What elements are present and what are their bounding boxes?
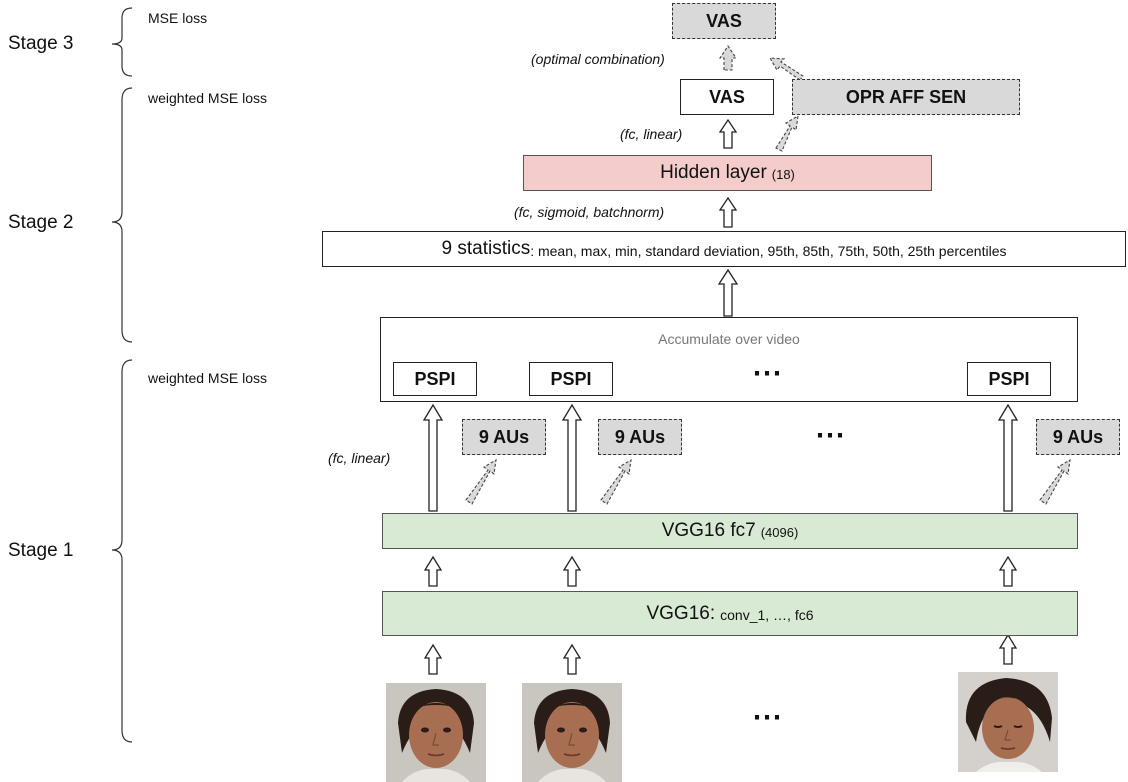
- stage2-label: Stage 2: [8, 212, 74, 233]
- optimal-combination-note: (optimal combination): [531, 51, 665, 67]
- accumulate-title: Accumulate over video: [658, 331, 800, 347]
- pspi-box-2: PSPI: [529, 362, 613, 396]
- hidden-layer-name: Hidden layer: [660, 162, 767, 183]
- au-box-1: 9 AUs: [462, 419, 546, 455]
- frames-ellipsis: ⋯: [752, 701, 784, 734]
- dashed-au-arrows: [465, 45, 1071, 505]
- stage3-loss-label: MSE loss: [148, 10, 208, 26]
- stage3-brace: [111, 7, 133, 77]
- hidden-layer-box: Hidden layer (18): [523, 155, 932, 191]
- sigmoid-note: (fc, sigmoid, batchnorm): [514, 204, 665, 220]
- face-frame-2: [522, 683, 622, 782]
- hidden-layer-size: (18): [771, 167, 795, 182]
- face-image-3: [958, 672, 1058, 772]
- stage2-brace: [111, 87, 133, 343]
- au-box-3: 9 AUs: [1036, 419, 1120, 455]
- vgg16-box: VGG16: conv_1, …, fc6: [382, 591, 1078, 636]
- vas-final-box: VAS: [672, 3, 776, 39]
- pspi-box-3: PSPI: [967, 362, 1051, 396]
- opr-aff-sen-box: OPR AFF SEN: [792, 79, 1020, 115]
- stage3-label: Stage 3: [8, 33, 74, 54]
- fc-linear-note-top: (fc, linear): [620, 126, 683, 142]
- face-frame-1: [386, 683, 486, 782]
- tall-hollow-arrows: [422, 268, 1019, 512]
- face-image-1: [386, 683, 486, 782]
- statistics-detail: : mean, max, min, standard deviation, 95…: [530, 242, 1007, 259]
- stage1-label: Stage 1: [8, 540, 74, 561]
- stage1-brace: [111, 359, 133, 743]
- pspi-ellipsis: ⋯: [752, 357, 784, 390]
- statistics-box: 9 statistics : mean, max, min, standard …: [322, 231, 1126, 267]
- vgg16-name: VGG16:: [646, 602, 716, 624]
- au-box-2: 9 AUs: [598, 419, 682, 455]
- face-image-2: [522, 683, 622, 782]
- vas-box: VAS: [680, 79, 774, 115]
- accumulate-container: [380, 317, 1078, 402]
- statistics-name: 9 statistics: [441, 238, 531, 259]
- stage1-loss-label: weighted MSE loss: [148, 370, 268, 386]
- small-hollow-arrows: [423, 118, 1018, 675]
- fc-linear-note-au: (fc, linear): [328, 450, 391, 466]
- fc7-size: (4096): [760, 525, 799, 540]
- pspi-box-1: PSPI: [393, 362, 477, 396]
- vgg16-layers: conv_1, …, fc6: [720, 607, 814, 623]
- vgg16-fc7-box: VGG16 fc7 (4096): [382, 513, 1078, 549]
- fc7-name: VGG16 fc7: [661, 520, 756, 541]
- au-ellipsis: ⋯: [815, 419, 847, 452]
- stage2-loss-label: weighted MSE loss: [148, 90, 268, 106]
- face-frame-3: [958, 672, 1058, 772]
